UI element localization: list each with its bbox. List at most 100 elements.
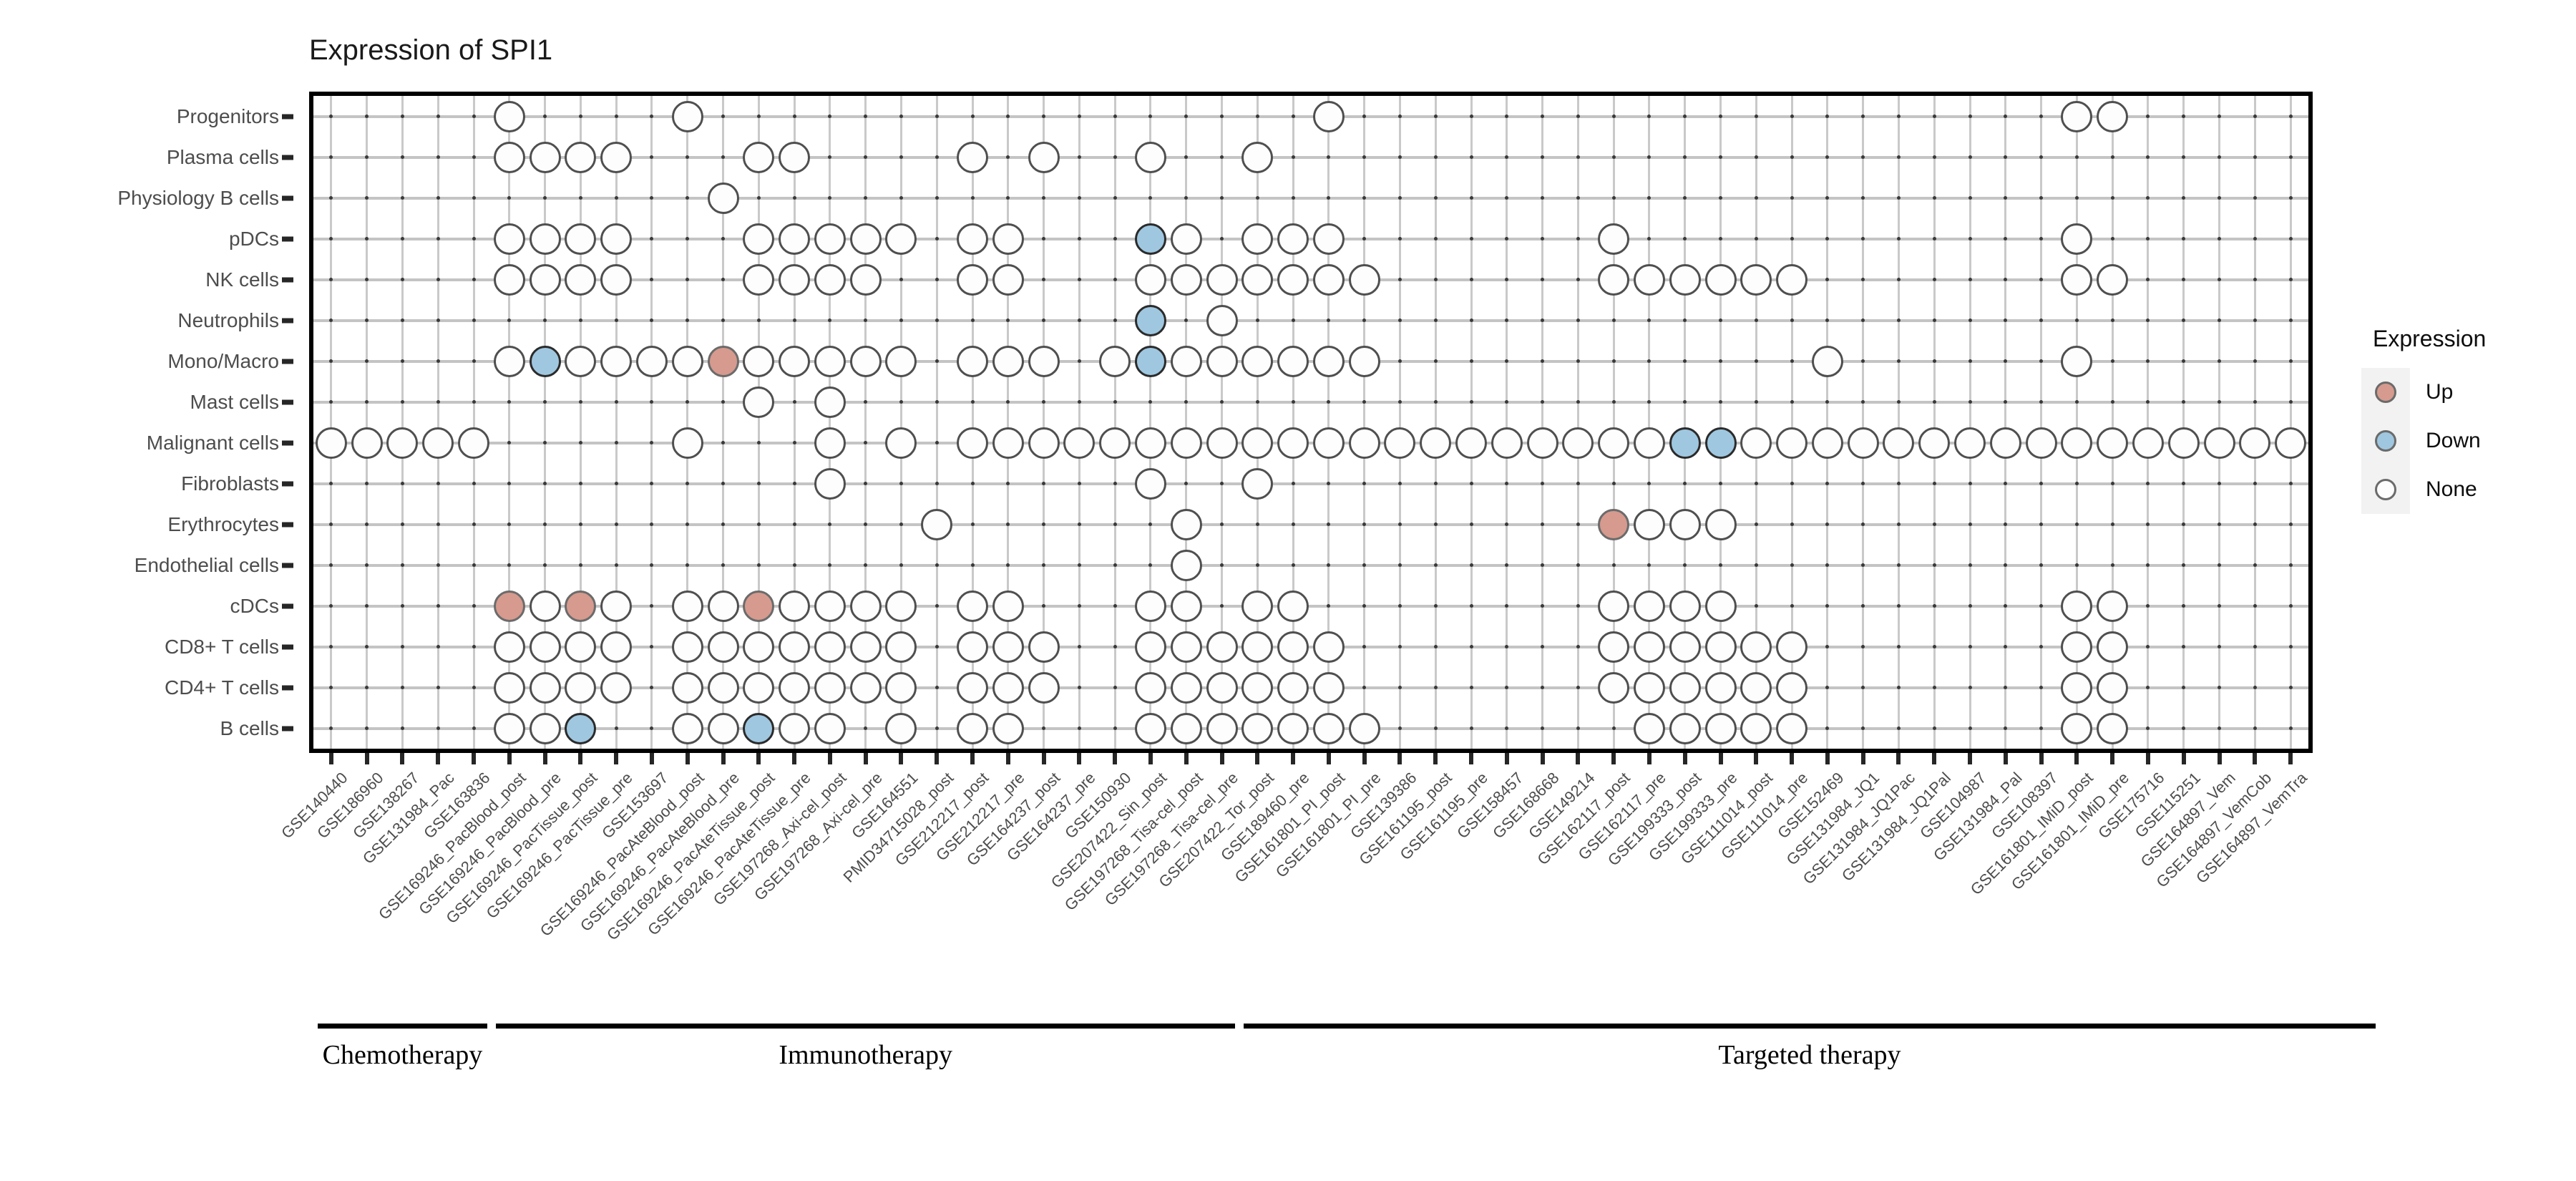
expression-dot[interactable] [2132,427,2164,459]
expression-dot[interactable] [707,182,739,214]
expression-dot[interactable] [849,223,882,255]
expression-dot[interactable] [1704,631,1737,663]
expression-dot[interactable] [1206,345,1238,377]
expression-dot[interactable] [849,631,882,663]
expression-dot[interactable] [1312,671,1345,704]
expression-dot[interactable] [885,631,917,663]
expression-dot[interactable] [2061,345,2093,377]
expression-dot[interactable] [1028,671,1060,704]
expression-dot[interactable] [814,671,846,704]
expression-dot[interactable] [779,263,811,296]
expression-dot[interactable] [2097,263,2129,296]
expression-dot[interactable] [814,386,846,418]
expression-dot[interactable] [743,263,775,296]
expression-dot[interactable] [1384,427,1416,459]
expression-dot[interactable] [1312,263,1345,296]
expression-dot[interactable] [1669,590,1701,622]
expression-dot[interactable] [814,223,846,255]
expression-dot[interactable] [1134,263,1166,296]
expression-dot[interactable] [1598,263,1630,296]
expression-dot[interactable] [1206,712,1238,744]
expression-dot[interactable] [1170,549,1202,581]
expression-dot[interactable] [814,590,846,622]
expression-dot[interactable] [743,345,775,377]
expression-dot[interactable] [743,141,775,173]
expression-dot[interactable] [1776,263,1808,296]
expression-dot[interactable] [1134,304,1166,336]
expression-dot[interactable] [565,712,597,744]
expression-dot[interactable] [1206,631,1238,663]
expression-dot[interactable] [422,427,454,459]
expression-dot[interactable] [849,345,882,377]
expression-dot[interactable] [1348,263,1380,296]
expression-dot[interactable] [1633,427,1665,459]
expression-dot[interactable] [1241,590,1274,622]
expression-dot[interactable] [1277,590,1309,622]
expression-dot[interactable] [743,631,775,663]
expression-dot[interactable] [1526,427,1558,459]
expression-dot[interactable] [2061,263,2093,296]
expression-dot[interactable] [1170,223,1202,255]
expression-dot[interactable] [779,671,811,704]
expression-dot[interactable] [493,263,525,296]
expression-dot[interactable] [2061,671,2093,704]
expression-dot[interactable] [1420,427,1452,459]
expression-dot[interactable] [1598,223,1630,255]
expression-dot[interactable] [529,631,561,663]
expression-dot[interactable] [1704,671,1737,704]
expression-dot[interactable] [1241,263,1274,296]
expression-dot[interactable] [671,671,703,704]
expression-dot[interactable] [493,100,525,132]
expression-dot[interactable] [1277,263,1309,296]
expression-dot[interactable] [814,467,846,500]
expression-dot[interactable] [743,712,775,744]
expression-dot[interactable] [529,263,561,296]
expression-dot[interactable] [707,590,739,622]
expression-dot[interactable] [2061,590,2093,622]
expression-dot[interactable] [1776,712,1808,744]
expression-dot[interactable] [1312,345,1345,377]
expression-dot[interactable] [1277,223,1309,255]
expression-dot[interactable] [600,631,633,663]
expression-dot[interactable] [1277,712,1309,744]
expression-dot[interactable] [1134,671,1166,704]
expression-dot[interactable] [1277,631,1309,663]
expression-dot[interactable] [1028,631,1060,663]
expression-dot[interactable] [1669,263,1701,296]
expression-dot[interactable] [1704,712,1737,744]
expression-dot[interactable] [600,671,633,704]
expression-dot[interactable] [1633,590,1665,622]
expression-dot[interactable] [2025,427,2057,459]
expression-dot[interactable] [814,631,846,663]
expression-dot[interactable] [992,427,1024,459]
expression-dot[interactable] [1063,427,1096,459]
expression-dot[interactable] [565,345,597,377]
expression-dot[interactable] [779,345,811,377]
expression-dot[interactable] [1598,590,1630,622]
expression-dot[interactable] [1241,631,1274,663]
expression-dot[interactable] [957,712,989,744]
expression-dot[interactable] [957,590,989,622]
expression-dot[interactable] [671,427,703,459]
expression-dot[interactable] [529,712,561,744]
expression-dot[interactable] [885,427,917,459]
expression-dot[interactable] [351,427,383,459]
expression-dot[interactable] [1277,345,1309,377]
expression-dot[interactable] [779,590,811,622]
expression-dot[interactable] [1740,263,1772,296]
expression-dot[interactable] [707,671,739,704]
expression-dot[interactable] [1312,223,1345,255]
expression-dot[interactable] [1811,427,1843,459]
expression-dot[interactable] [1740,712,1772,744]
expression-dot[interactable] [1954,427,1986,459]
expression-dot[interactable] [493,631,525,663]
expression-dot[interactable] [493,223,525,255]
expression-dot[interactable] [885,223,917,255]
expression-dot[interactable] [743,386,775,418]
expression-dot[interactable] [1669,671,1701,704]
expression-dot[interactable] [2275,427,2307,459]
expression-dot[interactable] [814,712,846,744]
expression-dot[interactable] [529,141,561,173]
expression-dot[interactable] [1099,427,1131,459]
expression-dot[interactable] [1277,427,1309,459]
